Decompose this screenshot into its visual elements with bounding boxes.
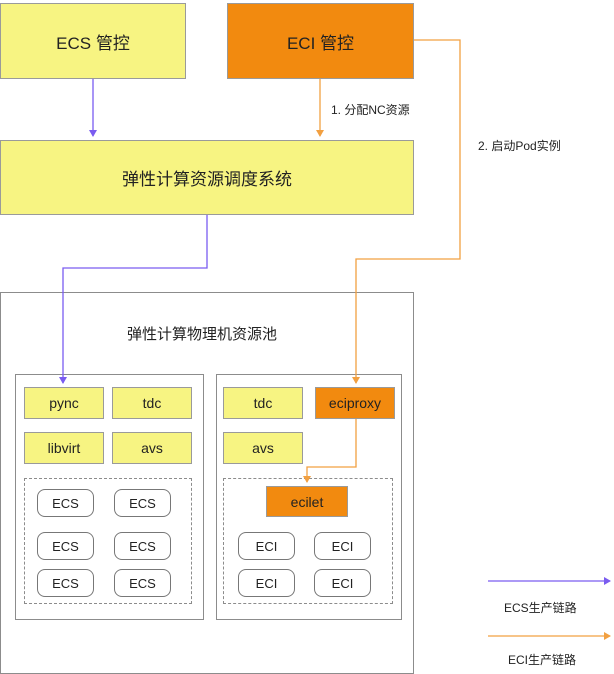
eci-management-box: ECI 管控 bbox=[227, 3, 414, 79]
component-libvirt: libvirt bbox=[24, 432, 104, 464]
eci-instance: ECI bbox=[238, 532, 295, 560]
eci-start-pod-arrow bbox=[352, 39, 461, 384]
start-pod-label: 2. 启动Pod实例 bbox=[478, 139, 561, 153]
eci-instance: ECI bbox=[314, 532, 371, 560]
eci-instance: ECI bbox=[238, 569, 295, 597]
legend-ecs-label: ECS生产链路 bbox=[504, 601, 577, 615]
eci-instance: ECI bbox=[314, 569, 371, 597]
component-tdc: tdc bbox=[112, 387, 192, 419]
eci-proxy-to-ecilet-arrow bbox=[303, 419, 357, 483]
legend-eci-label: ECI生产链路 bbox=[508, 653, 577, 667]
ecs-instance: ECS bbox=[37, 489, 94, 517]
component-avs: avs bbox=[223, 432, 303, 464]
ecs-management-box: ECS 管控 bbox=[0, 3, 186, 79]
scheduler-box: 弹性计算资源调度系统 bbox=[0, 140, 414, 215]
component-ecilet: ecilet bbox=[266, 486, 348, 517]
ecs-instance: ECS bbox=[37, 532, 94, 560]
component-pync: pync bbox=[24, 387, 104, 419]
component-tdc: tdc bbox=[223, 387, 303, 419]
ecs-instance: ECS bbox=[114, 569, 171, 597]
ecs-instance: ECS bbox=[37, 569, 94, 597]
component-eciproxy: eciproxy bbox=[315, 387, 395, 419]
resource-pool-title: 弹性计算物理机资源池 bbox=[127, 326, 278, 343]
ecs-instance: ECS bbox=[114, 489, 171, 517]
ecs-dispatch-arrow bbox=[59, 215, 208, 384]
allocate-nc-label: 1. 分配NC资源 bbox=[331, 103, 410, 117]
ecs-instance-group bbox=[24, 478, 192, 604]
ecs-instance: ECS bbox=[114, 532, 171, 560]
component-avs: avs bbox=[112, 432, 192, 464]
